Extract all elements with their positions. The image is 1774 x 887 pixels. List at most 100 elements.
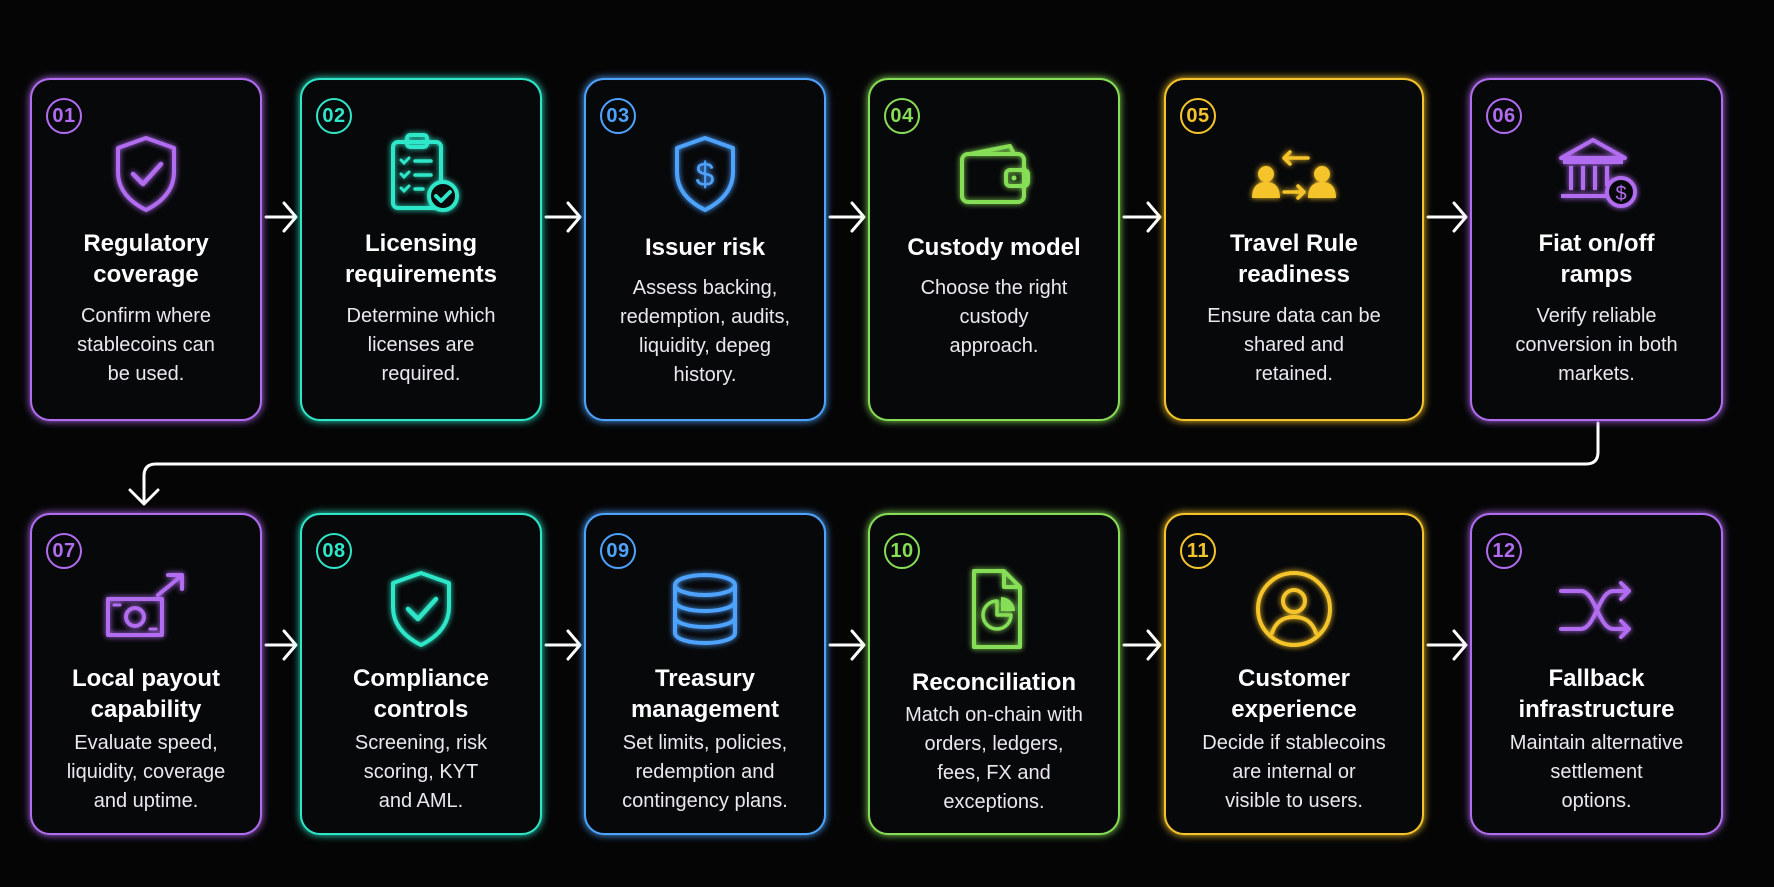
step-description-line: Maintain alternative — [1509, 732, 1684, 754]
step-description-line: Choose the right — [920, 277, 1068, 299]
step-description-line: Screening, risk — [354, 732, 488, 754]
step-title: Customer — [1237, 665, 1351, 692]
step-title: Licensing — [364, 230, 478, 257]
step-title: Issuer risk — [644, 234, 766, 261]
step-title-line-2: management — [630, 696, 780, 723]
step-title-line-2: ramps — [1560, 261, 1633, 288]
step-number-badge: 03 — [600, 98, 636, 134]
step-description-line: exceptions. — [943, 791, 1045, 813]
step-title: Regulatory — [83, 230, 209, 257]
step-arrow — [828, 201, 866, 233]
row-wrap-arrow — [128, 421, 1600, 506]
step-description-line: are internal or — [1232, 761, 1356, 783]
step-title-line-2: coverage — [93, 261, 199, 288]
step-description-line: contingency plans. — [622, 790, 788, 812]
step-description-line: visible to users. — [1225, 790, 1363, 812]
step-description-line: Set limits, policies, — [622, 732, 788, 754]
step-arrow — [264, 629, 298, 661]
svg-text:$: $ — [696, 156, 715, 194]
step-number-badge: 01 — [46, 98, 82, 134]
step-arrow — [1122, 629, 1162, 661]
step-number-badge: 07 — [46, 533, 82, 569]
step-number-badge: 06 — [1486, 98, 1522, 134]
step-title-line-2: infrastructure — [1518, 696, 1675, 723]
step-title: Custody model — [907, 234, 1081, 261]
cash-send-icon — [96, 559, 196, 659]
step-description-line: retained. — [1255, 363, 1333, 385]
step-description-line: Decide if stablecoins — [1202, 732, 1386, 754]
step-title: Reconciliation — [911, 669, 1077, 696]
step-number-badge: 05 — [1180, 98, 1216, 134]
step-title-line-2: readiness — [1237, 261, 1351, 288]
shield-check-icon — [96, 124, 196, 224]
step-description-line: redemption and — [635, 761, 775, 783]
step-description-line: history. — [673, 364, 737, 386]
step-description-line: be used. — [107, 363, 185, 385]
wallet-icon — [944, 124, 1044, 224]
user-circle-icon — [1244, 559, 1344, 659]
bank-dollar-icon: $ — [1547, 124, 1647, 224]
step-title-line-2: controls — [373, 696, 469, 723]
document-chart-icon — [944, 559, 1044, 659]
shield-dollar-icon: $ — [655, 124, 755, 224]
step-description-line: Assess backing, — [632, 277, 778, 299]
step-description-line: required. — [381, 363, 461, 385]
step-number-badge: 04 — [884, 98, 920, 134]
step-title: Local payout — [71, 665, 221, 692]
step-arrow — [1426, 629, 1468, 661]
step-description-line: shared and — [1243, 334, 1345, 356]
step-arrow — [544, 201, 582, 233]
step-title: Fiat on/off — [1538, 230, 1655, 257]
step-arrow — [1426, 201, 1468, 233]
step-arrow — [1122, 201, 1162, 233]
step-arrow — [264, 201, 298, 233]
step-number-badge: 02 — [316, 98, 352, 134]
step-description-line: Verify reliable — [1536, 305, 1657, 327]
step-description-line: Match on-chain with — [905, 704, 1083, 726]
step-description-line: Ensure data can be — [1207, 305, 1381, 327]
shuffle-icon — [1547, 559, 1647, 659]
step-number-badge: 10 — [884, 533, 920, 569]
step-description-line: settlement — [1550, 761, 1643, 783]
step-description-line: conversion in both — [1515, 334, 1678, 356]
step-number-badge: 08 — [316, 533, 352, 569]
step-title: Treasury — [654, 665, 756, 692]
step-description-line: redemption, audits, — [619, 306, 791, 328]
step-title: Fallback — [1548, 665, 1645, 692]
shield-check-icon — [371, 559, 471, 659]
step-title-line-2: experience — [1231, 696, 1357, 723]
step-number-badge: 12 — [1486, 533, 1522, 569]
step-description-line: and AML. — [378, 790, 464, 812]
step-description-line: options. — [1561, 790, 1632, 812]
step-description-line: approach. — [949, 335, 1039, 357]
step-title: Compliance — [352, 665, 490, 692]
step-description-line: scoring, KYT — [363, 761, 479, 783]
database-icon — [655, 559, 755, 659]
step-description-line: liquidity, coverage — [66, 761, 226, 783]
step-title: Travel Rule — [1229, 230, 1359, 257]
step-title-line-2: requirements — [344, 261, 498, 288]
step-description-line: Evaluate speed, — [74, 732, 218, 754]
step-description-line: orders, ledgers, — [924, 733, 1064, 755]
step-description-line: stablecoins can — [77, 334, 215, 356]
users-exchange-icon — [1244, 124, 1344, 224]
step-number-badge: 11 — [1180, 533, 1216, 569]
step-description-line: Determine which — [346, 305, 496, 327]
step-number-badge: 09 — [600, 533, 636, 569]
step-title-line-2: capability — [90, 696, 202, 723]
step-arrow — [544, 629, 582, 661]
step-description-line: licenses are — [367, 334, 475, 356]
